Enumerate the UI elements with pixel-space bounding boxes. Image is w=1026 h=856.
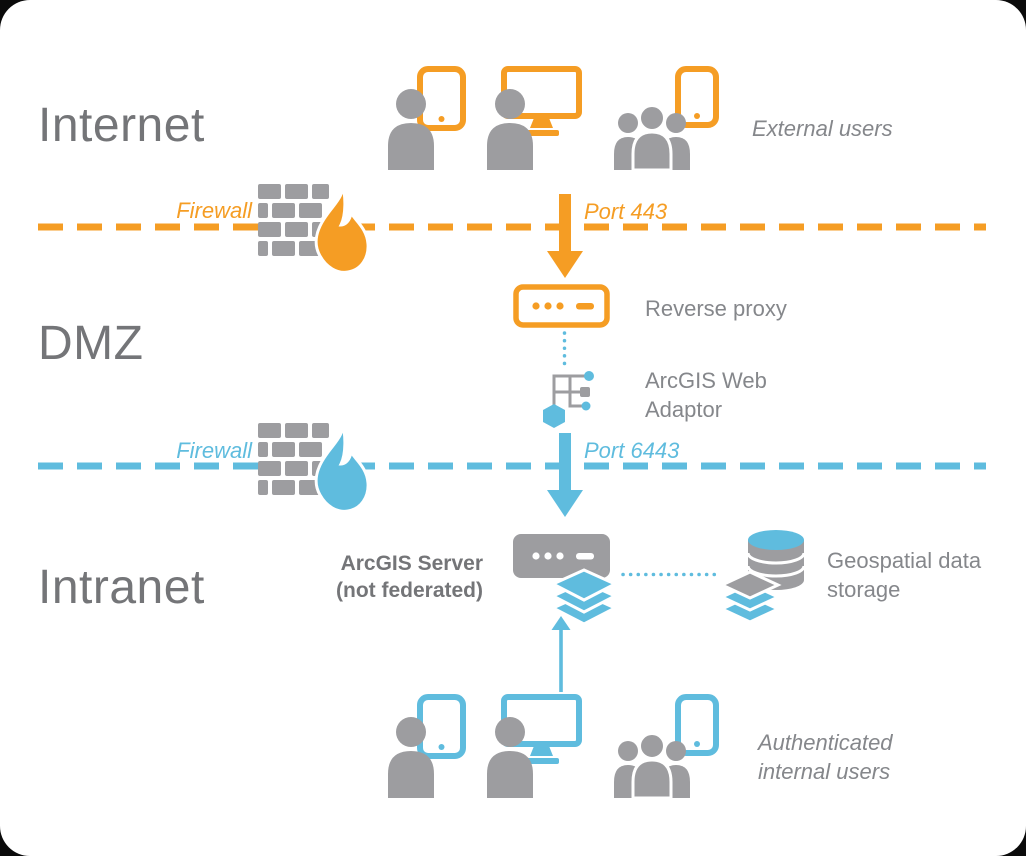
geospatial-storage-label: Geospatial data storage: [827, 548, 982, 602]
dmz-firewall-label: Firewall: [176, 438, 252, 463]
port-6443-label: Port 6443: [584, 438, 680, 463]
port-6443-arrow-down-icon: [547, 433, 583, 517]
server-to-storage-dotted-connector: [621, 572, 721, 577]
arcgis-server-label-block: ArcGIS Server (not federated): [275, 550, 483, 604]
zone-label-dmz: DMZ: [38, 317, 144, 370]
port-443-arrow-down-icon: [547, 194, 583, 278]
internal-person-desktop-icon: [486, 694, 582, 798]
internet-firewall-label: Firewall: [176, 198, 252, 223]
web-adaptor-network-icon: [536, 366, 604, 430]
port-443-label: Port 443: [584, 199, 668, 224]
external-person-tablet-icon: [386, 66, 466, 170]
dmz-firewall-dashed-line: [38, 462, 986, 470]
internal-users-arrow-up-icon: [550, 616, 572, 692]
internal-person-tablet-icon: [386, 694, 466, 798]
proxy-to-adaptor-dotted-connector: [562, 331, 567, 367]
dmz-firewall-icon: [258, 421, 370, 513]
arcgis-server-note: (not federated): [336, 579, 483, 602]
web-adaptor-label: ArcGIS Web Adaptor: [645, 368, 767, 422]
external-users-label: External users: [752, 116, 893, 141]
reverse-proxy-label: Reverse proxy: [645, 296, 787, 321]
external-user-group-icon: [613, 66, 719, 170]
reverse-proxy-server-icon: [513, 284, 610, 328]
internet-firewall-icon: [258, 182, 370, 274]
internet-firewall-dashed-line: [38, 223, 986, 231]
internal-users-label: Authenticated internal users: [758, 730, 893, 784]
internal-user-group-icon: [613, 694, 719, 798]
external-person-desktop-icon: [486, 66, 582, 170]
zone-label-internet: Internet: [38, 99, 205, 152]
zone-label-intranet: Intranet: [38, 561, 205, 614]
arcgis-server-title: ArcGIS Server: [340, 552, 483, 575]
geospatial-database-icon: [722, 528, 807, 626]
